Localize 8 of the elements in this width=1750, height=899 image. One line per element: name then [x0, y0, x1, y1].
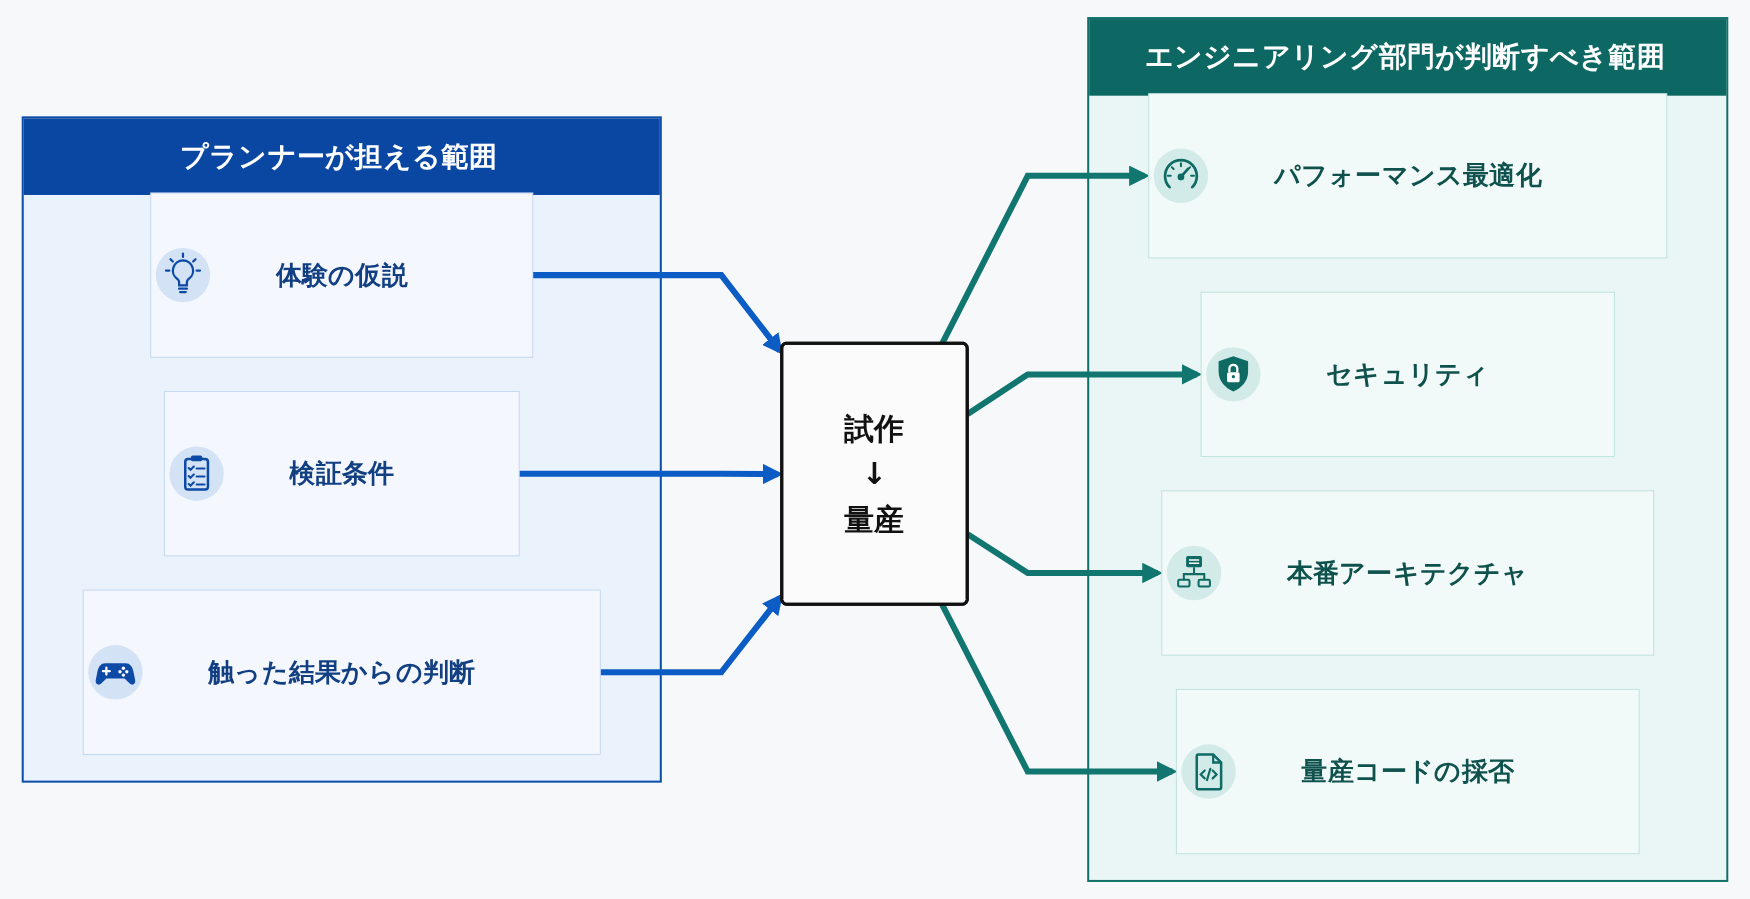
node-box: 量産コードの採否	[1175, 688, 1640, 855]
node-box: 体験の仮説	[150, 192, 534, 358]
node-box: 触った結果からの判断	[82, 589, 601, 755]
node-box: セキュリティ	[1200, 291, 1615, 458]
node-box: 検証条件	[163, 391, 520, 557]
arrow	[532, 272, 783, 355]
node-box: 本番アーキテクチャ	[1161, 490, 1655, 656]
arrow	[600, 593, 783, 676]
